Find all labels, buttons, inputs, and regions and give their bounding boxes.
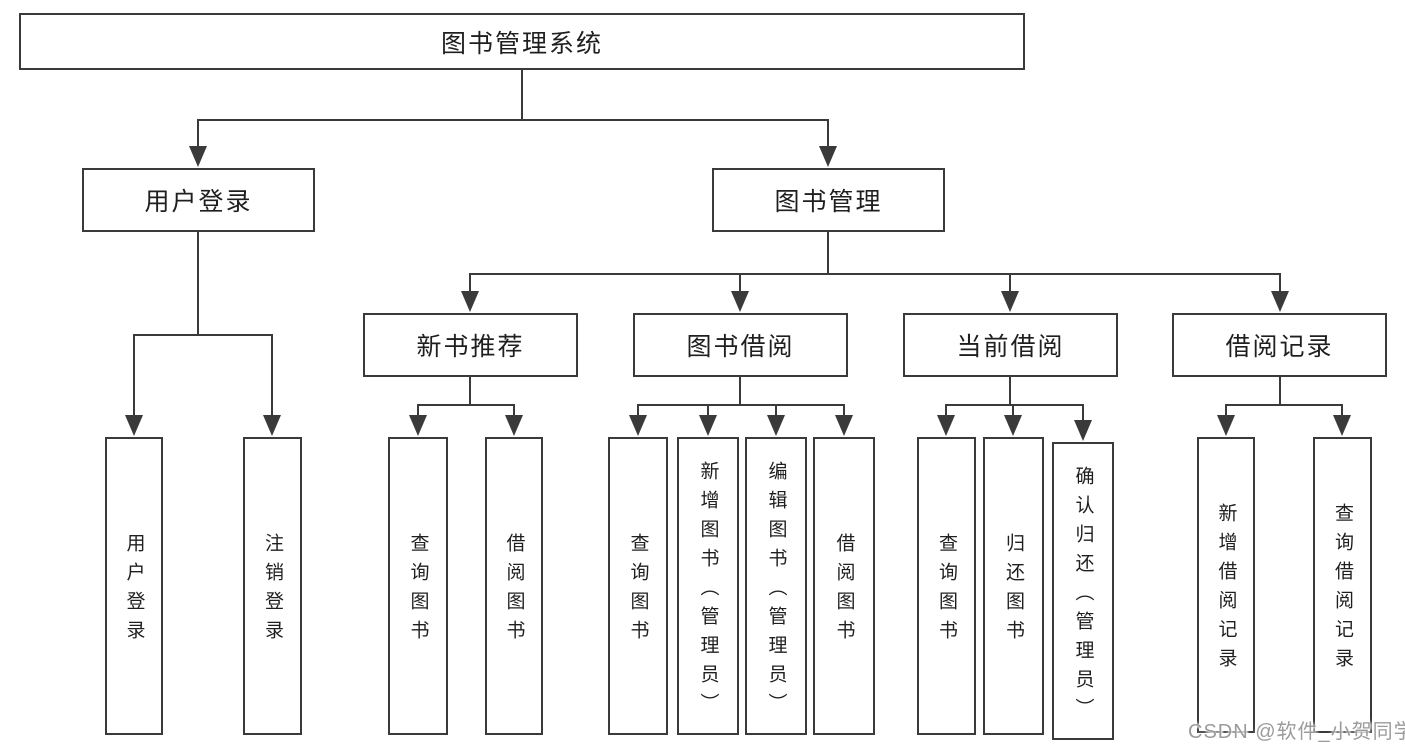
connector-rail [637, 404, 845, 406]
leaf-records-add-record: 新增借阅记录 [1197, 437, 1255, 733]
leaf-records-query-record: 查询借阅记录 [1313, 437, 1372, 733]
leaf-current-return-books: 归还图书 [983, 437, 1044, 735]
arrowhead-down-icon [937, 415, 955, 436]
connector-drop [133, 334, 135, 418]
leaf-logout: 注销登录 [243, 437, 302, 735]
arrowhead-down-icon [819, 146, 837, 167]
arrowhead-down-icon [1217, 415, 1235, 436]
arrowhead-down-icon [409, 415, 427, 436]
connector-drop [1009, 273, 1011, 293]
watermark: CSDN @软件_小贺同学 [1188, 721, 1405, 743]
connector-drop [513, 404, 515, 420]
arrowhead-down-icon [125, 415, 143, 436]
connector-stem [197, 230, 199, 336]
arrowhead-down-icon [1333, 415, 1351, 436]
connector-rail [133, 334, 273, 336]
arrowhead-down-icon [731, 291, 749, 312]
connector-drop [945, 404, 947, 420]
leaf-current-query-books: 查询图书 [917, 437, 976, 735]
arrowhead-down-icon [835, 415, 853, 436]
connector-rail [469, 273, 1281, 275]
connector-drop [197, 119, 199, 149]
leaf-recommend-query-books: 查询图书 [388, 437, 448, 735]
node-label: 借阅记录 [1225, 333, 1334, 361]
connector-stem [521, 68, 523, 121]
connector-drop [637, 404, 639, 420]
connector-drop [271, 334, 273, 418]
node-label: 图书借阅 [686, 333, 795, 361]
leaf-label: 新增借阅记录 [1215, 503, 1237, 677]
leaf-label: 查询借阅记录 [1332, 503, 1353, 677]
leaf-label: 编辑图书（管理员） [765, 460, 787, 722]
arrowhead-down-icon [1004, 415, 1022, 436]
connector-rail [1225, 404, 1343, 406]
connector-drop [1279, 273, 1281, 293]
leaf-label: 确认归还（管理员） [1072, 465, 1094, 727]
arrowhead-down-icon [189, 146, 207, 167]
leaf-label: 借阅图书 [833, 533, 855, 649]
node-borrowing-records: 借阅记录 [1172, 313, 1387, 377]
node-label: 图书管理系统 [440, 29, 603, 58]
arrowhead-down-icon [263, 415, 281, 436]
connector-drop [707, 404, 709, 420]
leaf-label: 用户登录 [123, 533, 145, 649]
connector-drop [827, 119, 829, 149]
node-book-borrowing: 图书借阅 [633, 313, 848, 377]
connector-stem [469, 375, 471, 406]
connector-drop [1082, 404, 1084, 425]
connector-drop [1341, 404, 1343, 420]
connector-drop [739, 273, 741, 293]
arrowhead-down-icon [1074, 420, 1092, 441]
node-system-title: 图书管理系统 [19, 13, 1025, 70]
leaf-recommend-borrow-books: 借阅图书 [485, 437, 543, 735]
connector-drop [469, 273, 471, 293]
connector-drop [1225, 404, 1227, 420]
connector-drop [1012, 404, 1014, 420]
leaf-borrowing-borrow-books: 借阅图书 [813, 437, 875, 735]
leaf-label: 新增图书（管理员） [697, 460, 719, 722]
leaf-label: 查询图书 [627, 533, 649, 649]
node-book-management: 图书管理 [712, 168, 945, 232]
connector-rail [197, 119, 829, 121]
connector-rail [945, 404, 1084, 406]
node-current-borrowing: 当前借阅 [903, 313, 1118, 377]
arrowhead-down-icon [699, 415, 717, 436]
connector-drop [775, 404, 777, 420]
leaf-label: 归还图书 [1003, 533, 1024, 649]
arrowhead-down-icon [505, 415, 523, 436]
connector-drop [417, 404, 419, 420]
leaf-label: 查询图书 [407, 533, 429, 649]
connector-stem [739, 375, 741, 406]
node-label: 用户登录 [144, 188, 253, 216]
leaf-borrowing-add-books-admin: 新增图书（管理员） [677, 437, 739, 735]
arrowhead-down-icon [1271, 291, 1289, 312]
node-label: 新书推荐 [416, 333, 525, 361]
node-label: 图书管理 [774, 188, 883, 216]
node-new-book-recommendation: 新书推荐 [363, 313, 578, 377]
arrowhead-down-icon [767, 415, 785, 436]
node-label: 当前借阅 [956, 333, 1065, 361]
node-user-login: 用户登录 [82, 168, 315, 232]
connector-rail [417, 404, 515, 406]
leaf-label: 查询图书 [936, 533, 957, 649]
connector-stem [1279, 375, 1281, 406]
connector-drop [843, 404, 845, 420]
connector-stem [1009, 375, 1011, 406]
leaf-label: 注销登录 [262, 533, 283, 649]
leaf-borrowing-edit-books-admin: 编辑图书（管理员） [745, 437, 807, 735]
arrowhead-down-icon [629, 415, 647, 436]
leaf-user-login: 用户登录 [105, 437, 163, 735]
connector-stem [827, 230, 829, 275]
leaf-label: 借阅图书 [503, 533, 525, 649]
arrowhead-down-icon [461, 291, 479, 312]
leaf-borrowing-query-books: 查询图书 [608, 437, 668, 735]
arrowhead-down-icon [1001, 291, 1019, 312]
leaf-current-confirm-return-admin: 确认归还（管理员） [1052, 442, 1114, 740]
